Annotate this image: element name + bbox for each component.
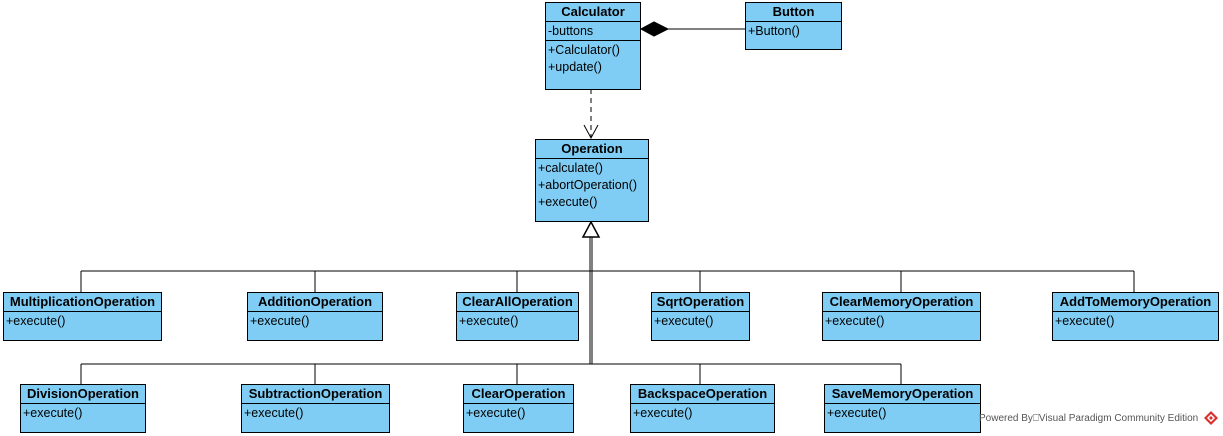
dependency-arrowhead: [583, 124, 599, 140]
class-name: SqrtOperation: [652, 293, 749, 312]
operation: +Calculator(): [548, 43, 620, 57]
generalization-arrowhead: [581, 220, 601, 238]
class-addition-operation[interactable]: AdditionOperation +execute(): [247, 292, 383, 341]
class-name: AddToMemoryOperation: [1053, 293, 1218, 312]
operation-compartment: +execute(): [4, 312, 161, 330]
composition-diamond: [639, 21, 670, 37]
class-calculator[interactable]: Calculator -buttons +Calculator() +updat…: [545, 2, 641, 90]
operation: +execute(): [538, 195, 598, 209]
operation-compartment: +execute(): [1053, 312, 1218, 330]
class-multiplication-operation[interactable]: MultiplicationOperation +execute(): [3, 292, 162, 341]
class-name: MultiplicationOperation: [4, 293, 161, 312]
operation-compartment: +calculate() +abortOperation() +execute(…: [536, 159, 648, 211]
class-division-operation[interactable]: DivisionOperation +execute(): [20, 384, 146, 433]
class-addtomemory-operation[interactable]: AddToMemoryOperation +execute(): [1052, 292, 1219, 341]
class-operation[interactable]: Operation +calculate() +abortOperation()…: [535, 139, 649, 222]
class-name: ClearAllOperation: [457, 293, 578, 312]
class-savememory-operation[interactable]: SaveMemoryOperation +execute(): [824, 384, 981, 433]
operation: +execute(): [1055, 314, 1115, 328]
operation: +execute(): [633, 406, 693, 420]
class-name: Calculator: [546, 3, 640, 22]
operation: +abortOperation(): [538, 178, 638, 192]
class-clearmemory-operation[interactable]: ClearMemoryOperation +execute(): [822, 292, 981, 341]
operation-compartment: +execute(): [825, 404, 980, 422]
class-backspace-operation[interactable]: BackspaceOperation +execute(): [630, 384, 775, 433]
operation: +execute(): [244, 406, 304, 420]
operation: +execute(): [459, 314, 519, 328]
class-name: Button: [746, 3, 841, 22]
operation-compartment: +execute(): [248, 312, 382, 330]
class-name: ClearMemoryOperation: [823, 293, 980, 312]
class-name: AdditionOperation: [248, 293, 382, 312]
class-subtraction-operation[interactable]: SubtractionOperation +execute(): [241, 384, 390, 433]
class-sqrt-operation[interactable]: SqrtOperation +execute(): [651, 292, 750, 341]
class-name: SubtractionOperation: [242, 385, 389, 404]
operation-compartment: +execute(): [464, 404, 573, 422]
class-clearall-operation[interactable]: ClearAllOperation +execute(): [456, 292, 579, 341]
operation-compartment: +Calculator() +update(): [546, 41, 640, 76]
class-name: DivisionOperation: [21, 385, 145, 404]
operation-compartment: +execute(): [21, 404, 145, 422]
operation: +execute(): [654, 314, 714, 328]
operation: +execute(): [827, 406, 887, 420]
watermark-text: Powered By⎕Visual Paradigm Community Edi…: [979, 413, 1199, 424]
class-name: Operation: [536, 140, 648, 159]
attribute-compartment: -buttons: [546, 22, 640, 41]
operation: +Button(): [748, 24, 800, 38]
class-clear-operation[interactable]: ClearOperation +execute(): [463, 384, 574, 433]
operation-compartment: +execute(): [457, 312, 578, 330]
class-name: ClearOperation: [464, 385, 573, 404]
operation: +execute(): [6, 314, 66, 328]
operation-compartment: +execute(): [631, 404, 774, 422]
operation-compartment: +execute(): [823, 312, 980, 330]
class-name: BackspaceOperation: [631, 385, 774, 404]
visual-paradigm-logo-icon: [1204, 411, 1218, 425]
operation-compartment: +Button(): [746, 22, 841, 40]
class-button[interactable]: Button +Button(): [745, 2, 842, 50]
operation-compartment: +execute(): [242, 404, 389, 422]
attribute: -buttons: [548, 24, 594, 38]
operation: +execute(): [250, 314, 310, 328]
operation-compartment: +execute(): [652, 312, 749, 330]
operation: +execute(): [23, 406, 83, 420]
class-name: SaveMemoryOperation: [825, 385, 980, 404]
operation: +execute(): [466, 406, 526, 420]
operation: +update(): [548, 60, 602, 74]
operation: +calculate(): [538, 161, 603, 175]
operation: +execute(): [825, 314, 885, 328]
